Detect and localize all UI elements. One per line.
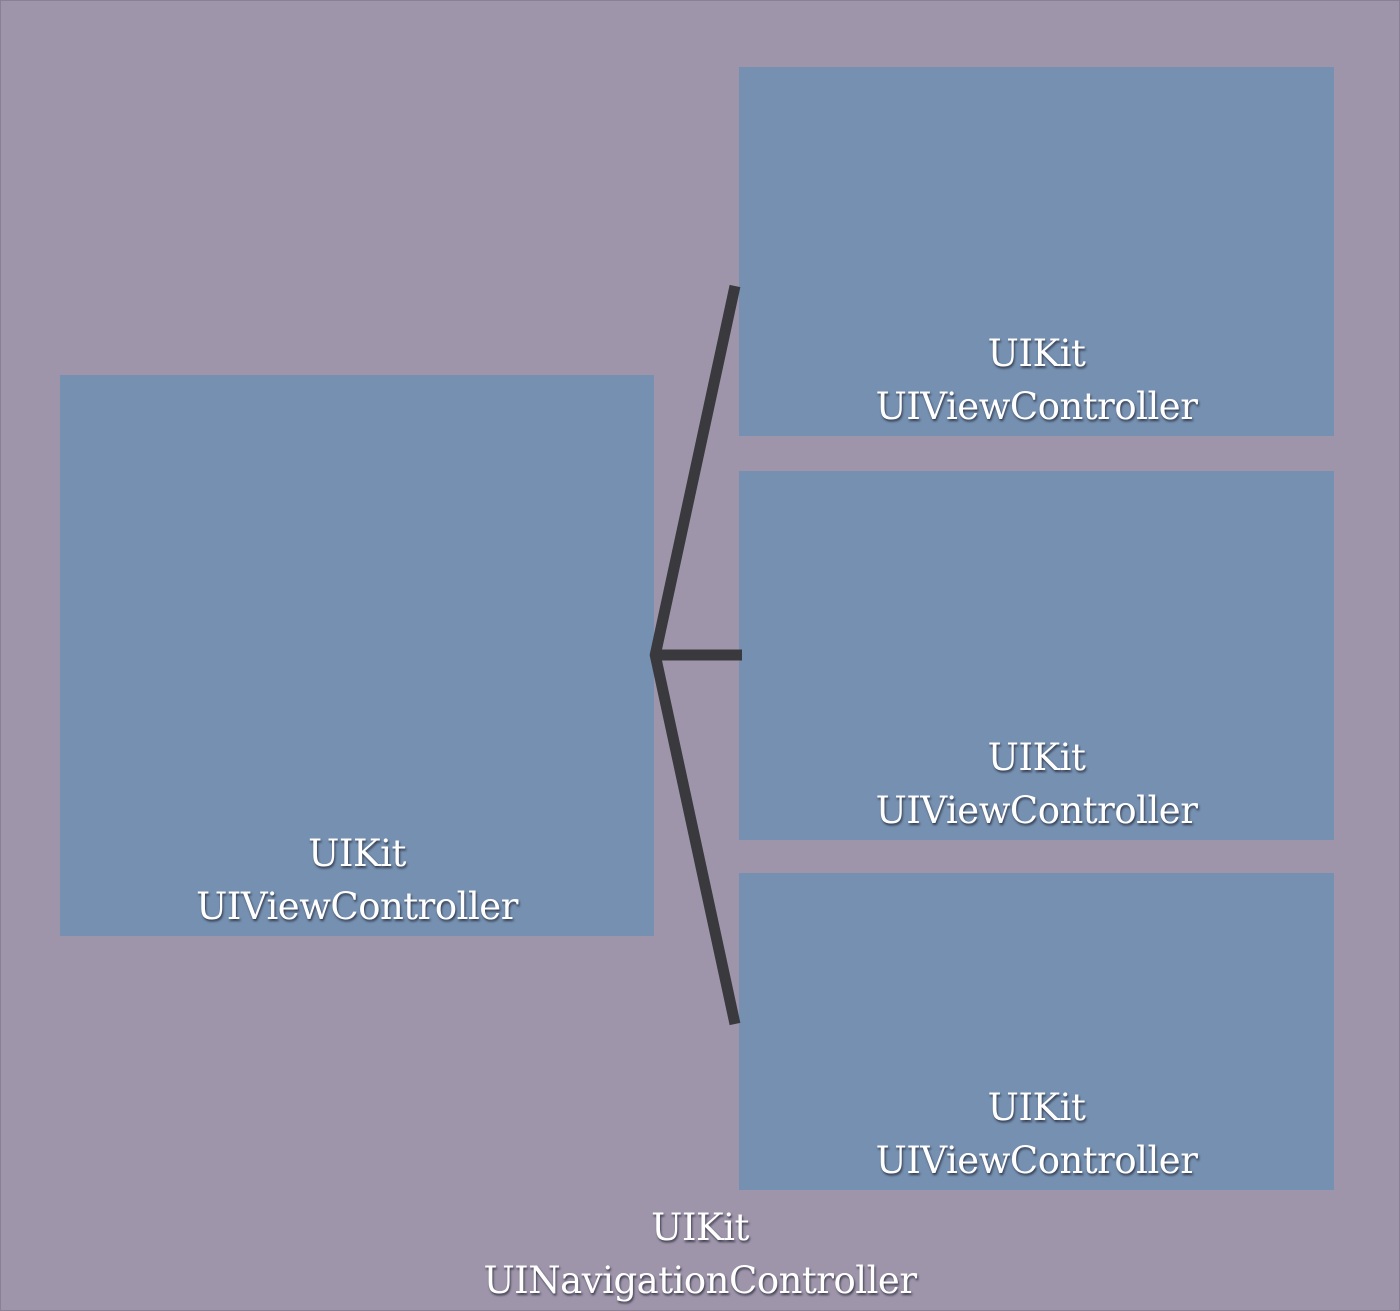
- navigation-framework-label: UIKit: [651, 1206, 749, 1249]
- child-2-class-label: UIViewController: [875, 789, 1198, 832]
- root-framework-label: UIKit: [308, 832, 406, 875]
- child-1-framework-label: UIKit: [987, 332, 1086, 375]
- child-view-controller-label-1: UIKit UIViewController: [739, 327, 1334, 433]
- child-view-controller-label-3: UIKit UIViewController: [739, 1081, 1334, 1187]
- child-view-controller-box-3: UIKit UIViewController: [739, 873, 1334, 1190]
- root-class-label: UIViewController: [196, 885, 518, 928]
- child-view-controller-box-1: UIKit UIViewController: [739, 67, 1334, 436]
- navigation-controller-label: UIKit UINavigationController: [1, 1201, 1399, 1307]
- child-3-framework-label: UIKit: [987, 1086, 1086, 1129]
- navigation-class-label: UINavigationController: [483, 1259, 917, 1302]
- root-view-controller-label: UIKit UIViewController: [60, 827, 654, 933]
- child-3-class-label: UIViewController: [875, 1139, 1198, 1182]
- child-2-framework-label: UIKit: [987, 736, 1086, 779]
- child-1-class-label: UIViewController: [875, 385, 1198, 428]
- child-view-controller-box-2: UIKit UIViewController: [739, 471, 1334, 840]
- root-view-controller-box: UIKit UIViewController: [60, 375, 654, 936]
- child-view-controller-label-2: UIKit UIViewController: [739, 731, 1334, 837]
